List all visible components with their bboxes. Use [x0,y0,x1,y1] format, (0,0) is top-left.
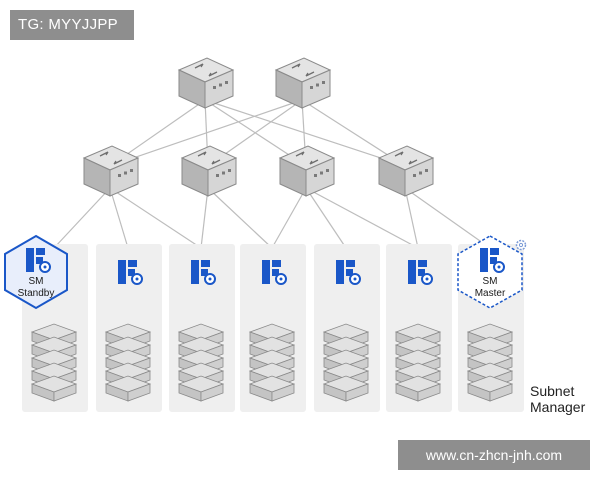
sm-master-label-line2: Master [475,288,506,299]
switch-icon [82,145,140,197]
switch-icon [278,145,336,197]
leaf-node-link [53,187,111,249]
subnet-manager-label-line1: Subnet [530,383,575,399]
server-stack-icon [394,323,442,402]
leaf-node-link [305,187,347,249]
subnet-manager-label-line2: Manager [530,399,586,415]
spine-leaf-link [204,99,406,167]
sm-standby-label-line1: SM [29,276,44,287]
gear-icon [515,239,527,251]
subnet-manager-icon [118,260,143,285]
subnet-manager-icon [26,248,51,273]
watermark-bottom: www.cn-zhcn-jnh.com [398,440,590,470]
sm-master-label-line1: SM [483,276,498,287]
network-links [53,99,491,249]
server-stack-icon [177,323,225,402]
leaf-node-link [305,187,419,249]
server-stack-icon [466,323,514,402]
subnet-manager-label: Subnet Manager [530,383,585,415]
subnet-manager-icon [480,248,505,273]
leaf-node-link [109,187,202,249]
leaf-node-link [271,187,307,249]
watermark-top: TG: MYYJJPP [10,10,134,40]
subnet-manager-icon [262,260,287,285]
leaf-node-link [404,187,491,249]
leaf-node-link [200,187,209,249]
spine-leaf-link [109,99,303,167]
switch-icon [180,145,238,197]
server-stack-icon [104,323,152,402]
leaf-node-link [404,187,419,249]
leaf-node-link [109,187,129,249]
server-stack-icon [248,323,296,402]
sm-standby-label-line2: Standby [18,288,55,299]
subnet-manager-icon [191,260,216,285]
leaf-node-link [207,187,273,249]
subnet-manager-icon [408,260,433,285]
subnet-manager-icon [336,260,361,285]
server-stack-icon [322,323,370,402]
server-stack-icon [30,323,78,402]
switch-icon [177,57,235,109]
switches [82,57,435,197]
switch-icon [377,145,435,197]
switch-icon [274,57,332,109]
